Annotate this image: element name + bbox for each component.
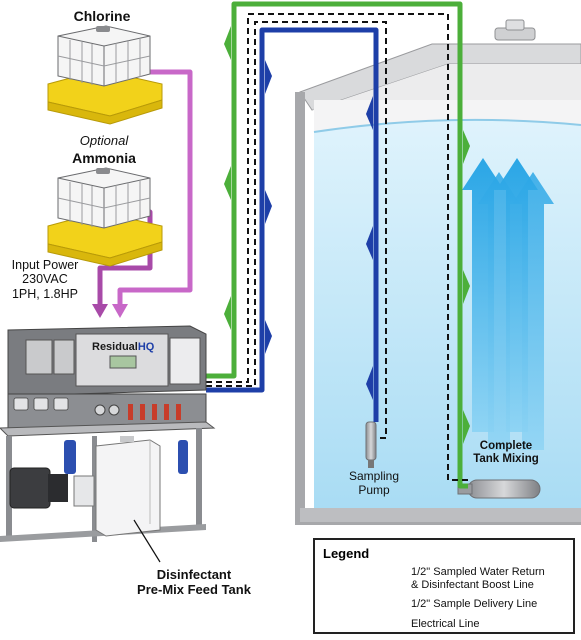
delivery-line-arrows [265, 60, 373, 400]
return-line [206, 1, 468, 489]
brand-logo: ResidualHQ [92, 341, 154, 354]
legend-delivery-text: 1/2" Sample Delivery Line [411, 598, 538, 610]
ammonia-label: Ammonia [72, 150, 136, 166]
sampling-pump-line2: Pump [358, 482, 390, 497]
brand-hq: HQ [137, 341, 155, 353]
legend: Legend 1/2" Sampled Water Return & Disin… [313, 538, 575, 634]
feed-tank-line2: Pre-Mix Feed Tank [137, 581, 251, 597]
return-line-arrows [224, 26, 470, 444]
residualhq-skid [0, 325, 216, 542]
legend-return-line1: 1/2" Sampled Water Return [411, 566, 545, 578]
chlorine-feed-line [117, 69, 193, 312]
brand-residual: Residual [92, 341, 138, 353]
legend-title: Legend [323, 546, 370, 561]
chlorine-tote [47, 25, 163, 125]
electrical-line [206, 13, 468, 481]
tank-mixing-label: Complete Tank Mixing [464, 440, 548, 466]
ammonia-tote [47, 167, 163, 267]
tank-mixer [457, 479, 541, 499]
input-power-line3: 1PH, 1.8HP [11, 286, 78, 301]
delivery-line [206, 27, 379, 422]
tank-mixing-line1: Complete [479, 440, 533, 452]
input-power-line2: 230VAC [22, 272, 68, 287]
storage-tank [295, 19, 581, 525]
legend-electrical-text: Electrical Line [411, 618, 480, 630]
sampling-pump-line1: Sampling [348, 469, 400, 483]
feed-tank-line1: Disinfectant [156, 567, 232, 582]
feed-tank-label: Disinfectant Pre-Mix Feed Tank [124, 567, 264, 598]
legend-return-line2: & Disinfectant Boost Line [411, 579, 534, 592]
tank-mixing-arrows [462, 158, 554, 450]
feed-tank-pointer [133, 519, 161, 563]
sampling-pump [365, 421, 377, 468]
legend-return-text: 1/2" Sampled Water Return & Disinfectant… [411, 566, 545, 592]
sampling-pump-label: Sampling Pump [334, 469, 414, 498]
input-power-line1: Input Power [11, 258, 79, 272]
tank-mixing-line2: Tank Mixing [473, 453, 539, 466]
input-power-label: Input Power 230VAC 1PH, 1.8HP [2, 258, 88, 301]
chlorine-label: Chlorine [73, 8, 131, 24]
optional-label: Optional [79, 133, 129, 148]
